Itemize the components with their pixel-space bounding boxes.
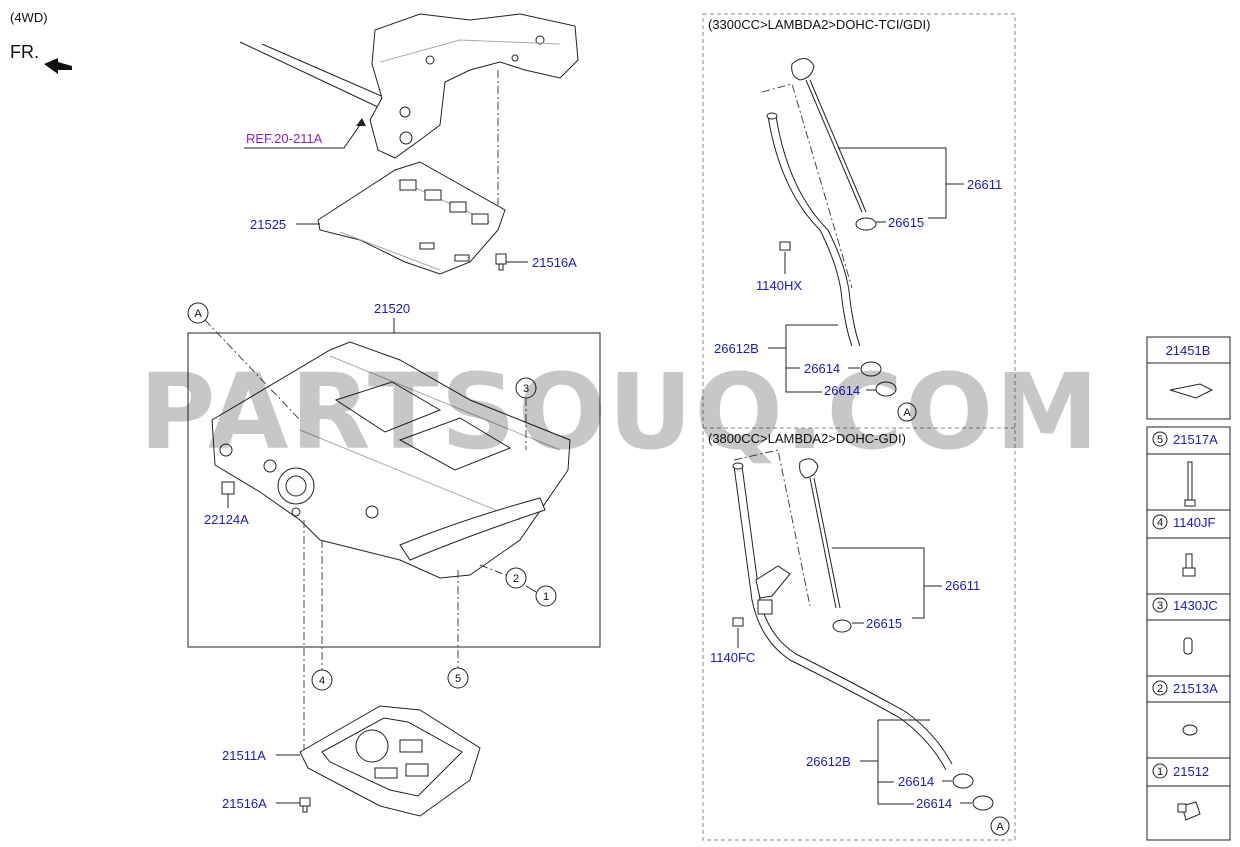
legend-row-code: 21513A — [1173, 681, 1218, 696]
callout-21520[interactable]: 21520 — [374, 301, 410, 316]
dipstick-3300-part — [761, 58, 897, 397]
front-label: FR. — [10, 42, 39, 62]
ref-arrow-icon — [356, 118, 366, 126]
clip-icon — [1169, 383, 1214, 399]
svg-text:2: 2 — [513, 573, 519, 585]
marker-4-pan: 4 — [303, 520, 333, 760]
svg-text:3: 3 — [1157, 600, 1163, 612]
legend-list: 5 21517A 4 1140JF 3 1430JC 2 2151 — [1146, 426, 1231, 841]
callout-3300-26612b[interactable]: 26612B — [714, 341, 759, 356]
baffle-plate-part — [317, 161, 506, 275]
callout-21525[interactable]: 21525 — [250, 217, 286, 232]
legend-21451b-code: 21451B — [1166, 343, 1211, 358]
callout-3300-26611[interactable]: 26611 — [967, 177, 1002, 192]
callout-1140fc[interactable]: 1140FC — [710, 650, 755, 665]
ref-leader-line — [244, 121, 363, 149]
ref-link[interactable]: REF.20-211A — [246, 131, 323, 146]
gasket-ring-icon — [1182, 724, 1198, 736]
callout-3800-26614b[interactable]: 26614 — [916, 796, 952, 811]
legend-row-5[interactable]: 5 21517A — [1147, 431, 1230, 507]
legend-21451b[interactable]: 21451B — [1146, 336, 1231, 420]
svg-text:A: A — [903, 407, 911, 419]
svg-text:A: A — [194, 308, 202, 320]
svg-text:5: 5 — [1157, 434, 1163, 446]
watermark: PARTSOUQ.COM — [139, 351, 1100, 473]
lower-oil-pan-part — [299, 705, 481, 817]
svg-text:5: 5 — [455, 673, 461, 685]
engine-3300-title: (3300CC>LAMBDA2>DOHC-TCI/GDI) — [708, 17, 931, 32]
svg-text:3: 3 — [523, 383, 529, 395]
marker-a-pan: A — [187, 302, 209, 324]
callout-3800-26612b[interactable]: 26612B — [806, 754, 851, 769]
callout-3300-26615[interactable]: 26615 — [888, 215, 924, 230]
marker-1-pan: 1 — [525, 585, 557, 607]
callout-3800-26615[interactable]: 26615 — [866, 616, 902, 631]
marker-3-pan: 3 — [515, 377, 537, 450]
svg-text:2: 2 — [1157, 683, 1163, 695]
dowel-pin-icon — [1183, 637, 1193, 655]
callout-22124a[interactable]: 22124A — [204, 512, 249, 527]
marker-5-pan: 5 — [447, 570, 469, 689]
bolt-21516a-bottom — [299, 797, 311, 813]
callout-3300-26614b[interactable]: 26614 — [824, 383, 860, 398]
legend-row-code: 21517A — [1173, 432, 1218, 447]
bolt-21516a-top — [495, 253, 507, 271]
legend-row-4[interactable]: 4 1140JF — [1147, 514, 1230, 577]
callout-3800-26611[interactable]: 26611 — [945, 578, 980, 593]
callout-3800-26614a[interactable]: 26614 — [898, 774, 934, 789]
legend-row-code: 1430JC — [1173, 598, 1218, 613]
oil-pan-part — [204, 319, 571, 579]
legend-row-2[interactable]: 2 21513A — [1147, 680, 1230, 736]
legend-row-code: 1140JF — [1173, 515, 1215, 530]
callout-21511a[interactable]: 21511A — [222, 748, 266, 763]
engine-variant-panel — [702, 13, 1016, 841]
svg-text:1: 1 — [543, 591, 549, 603]
svg-text:A: A — [996, 821, 1004, 833]
marker-a-3300: A — [897, 402, 917, 422]
marker-a-3800: A — [990, 816, 1010, 836]
legend-row-1[interactable]: 1 21512 — [1147, 763, 1230, 821]
variant-label: (4WD) — [10, 10, 48, 25]
callout-21516a-top[interactable]: 21516A — [532, 255, 577, 270]
engine-3800-title: (3800CC>LAMBDA2>DOHC-GDI) — [708, 431, 906, 446]
plug-22124a — [221, 481, 235, 495]
svg-text:1: 1 — [1157, 766, 1163, 778]
legend-row-code: 21512 — [1173, 764, 1209, 779]
marker-2-pan: 2 — [479, 564, 527, 589]
svg-text:4: 4 — [319, 675, 325, 687]
callout-1140hx[interactable]: 1140HX — [756, 278, 802, 293]
callout-3300-26614a[interactable]: 26614 — [804, 361, 840, 376]
callout-21516a-bottom[interactable]: 21516A — [222, 796, 267, 811]
long-bolt-icon — [1187, 461, 1193, 501]
engine-block-sketch — [239, 13, 579, 205]
svg-text:4: 4 — [1157, 517, 1163, 529]
front-arrow-icon — [44, 58, 72, 74]
legend-row-3[interactable]: 3 1430JC — [1147, 597, 1230, 655]
dipstick-3800-part — [732, 449, 994, 811]
